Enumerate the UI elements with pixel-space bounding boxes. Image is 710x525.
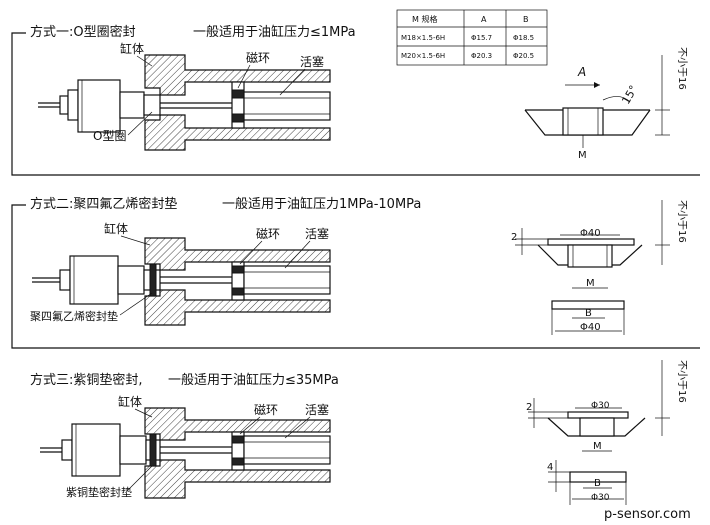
section-2-label-cylinder: 缸体: [104, 221, 128, 236]
detail-3-min-length: 不小于16: [676, 360, 688, 403]
detail-1: A 15° M 不小于16: [524, 47, 688, 161]
cylinder-2: [144, 237, 331, 326]
watermark: p-sensor.com: [604, 507, 691, 522]
section-2-subtitle: 一般适用于油缸压力1MPa-10MPa: [222, 196, 421, 212]
spec-cell: Φ20.5: [513, 52, 534, 60]
detail-3-phi-bottom: Φ30: [591, 493, 610, 503]
section-1-subtitle: 一般适用于油缸压力≤1MPa: [193, 24, 356, 40]
spec-header-m: M 规格: [412, 14, 437, 24]
section-1-label-piston: 活塞: [300, 54, 324, 69]
sensor-head-3: [40, 423, 161, 477]
section-2-title: 方式二:聚四氟乙烯密封垫: [30, 196, 177, 212]
spec-cell: Φ18.5: [513, 34, 534, 42]
sensor-head-2: [32, 255, 161, 305]
section-1-frame: [11, 32, 700, 176]
detail-3-dim-2: 2: [526, 402, 532, 413]
detail-1-angle: 15°: [619, 83, 640, 106]
detail-3-b-label: B: [594, 478, 601, 489]
cylinder-3: [144, 407, 331, 499]
sensor-head-1: [38, 79, 161, 133]
spec-table: M 规格 A B M18×1.5-6H Φ15.7 Φ18.5 M20×1.5-…: [396, 9, 548, 66]
section-3-subtitle: 一般适用于油缸压力≤35MPa: [168, 372, 339, 388]
detail-2-dim-2: 2: [511, 232, 517, 243]
section-2-label-seal: 聚四氟乙烯密封垫: [30, 309, 118, 323]
detail-3-phi-top: Φ30: [591, 401, 610, 411]
detail-2: 2 Φ40 M B Φ40 不小于16: [511, 200, 688, 335]
section-3: 方式三:紫铜垫密封, 一般适用于油缸压力≤35MPa 缸体 磁环: [30, 360, 688, 505]
detail-3-m-label: M: [593, 441, 602, 452]
detail-2-b-label: B: [585, 308, 592, 319]
spec-cell: Φ20.3: [471, 52, 492, 60]
section-2: 方式二:聚四氟乙烯密封垫 一般适用于油缸压力1MPa-10MPa 缸体: [11, 196, 700, 349]
detail-2-phi-top: Φ40: [580, 228, 601, 239]
cylinder-1: [144, 54, 331, 151]
detail-1-a-label: A: [577, 65, 586, 79]
section-1-label-seal: O型圈: [93, 129, 126, 143]
section-3-label-piston: 活塞: [305, 402, 329, 417]
section-3-label-cylinder: 缸体: [118, 394, 142, 409]
section-3-label-magnet-ring: 磁环: [254, 402, 278, 417]
detail-3-dim-4: 4: [547, 462, 553, 473]
section-2-frame: [11, 204, 700, 349]
spec-cell: M20×1.5-6H: [401, 52, 445, 60]
spec-header-b: B: [523, 15, 529, 24]
section-1-label-cylinder: 缸体: [120, 41, 144, 56]
section-3-title: 方式三:紫铜垫密封,: [30, 372, 143, 388]
section-1-title: 方式一:O型圈密封: [30, 24, 136, 40]
spec-cell: M18×1.5-6H: [401, 34, 445, 42]
section-2-label-magnet-ring: 磁环: [256, 226, 280, 241]
detail-1-min-length: 不小于16: [676, 47, 688, 90]
spec-header-a: A: [481, 15, 487, 24]
detail-2-phi-bottom: Φ40: [580, 322, 601, 333]
section-3-label-seal: 紫铜垫密封垫: [66, 485, 132, 499]
detail-3: 2 Φ30 M 4 B Φ30 不小于16: [526, 360, 688, 505]
section-2-label-piston: 活塞: [305, 226, 329, 241]
detail-2-m-label: M: [586, 278, 595, 289]
section-1: 方式一:O型圈密封 一般适用于油缸压力≤1MPa: [11, 9, 700, 176]
spec-cell: Φ15.7: [471, 34, 492, 42]
detail-1-m-label: M: [578, 150, 587, 161]
section-1-label-magnet-ring: 磁环: [246, 50, 270, 65]
detail-2-min-length: 不小于16: [676, 200, 688, 243]
